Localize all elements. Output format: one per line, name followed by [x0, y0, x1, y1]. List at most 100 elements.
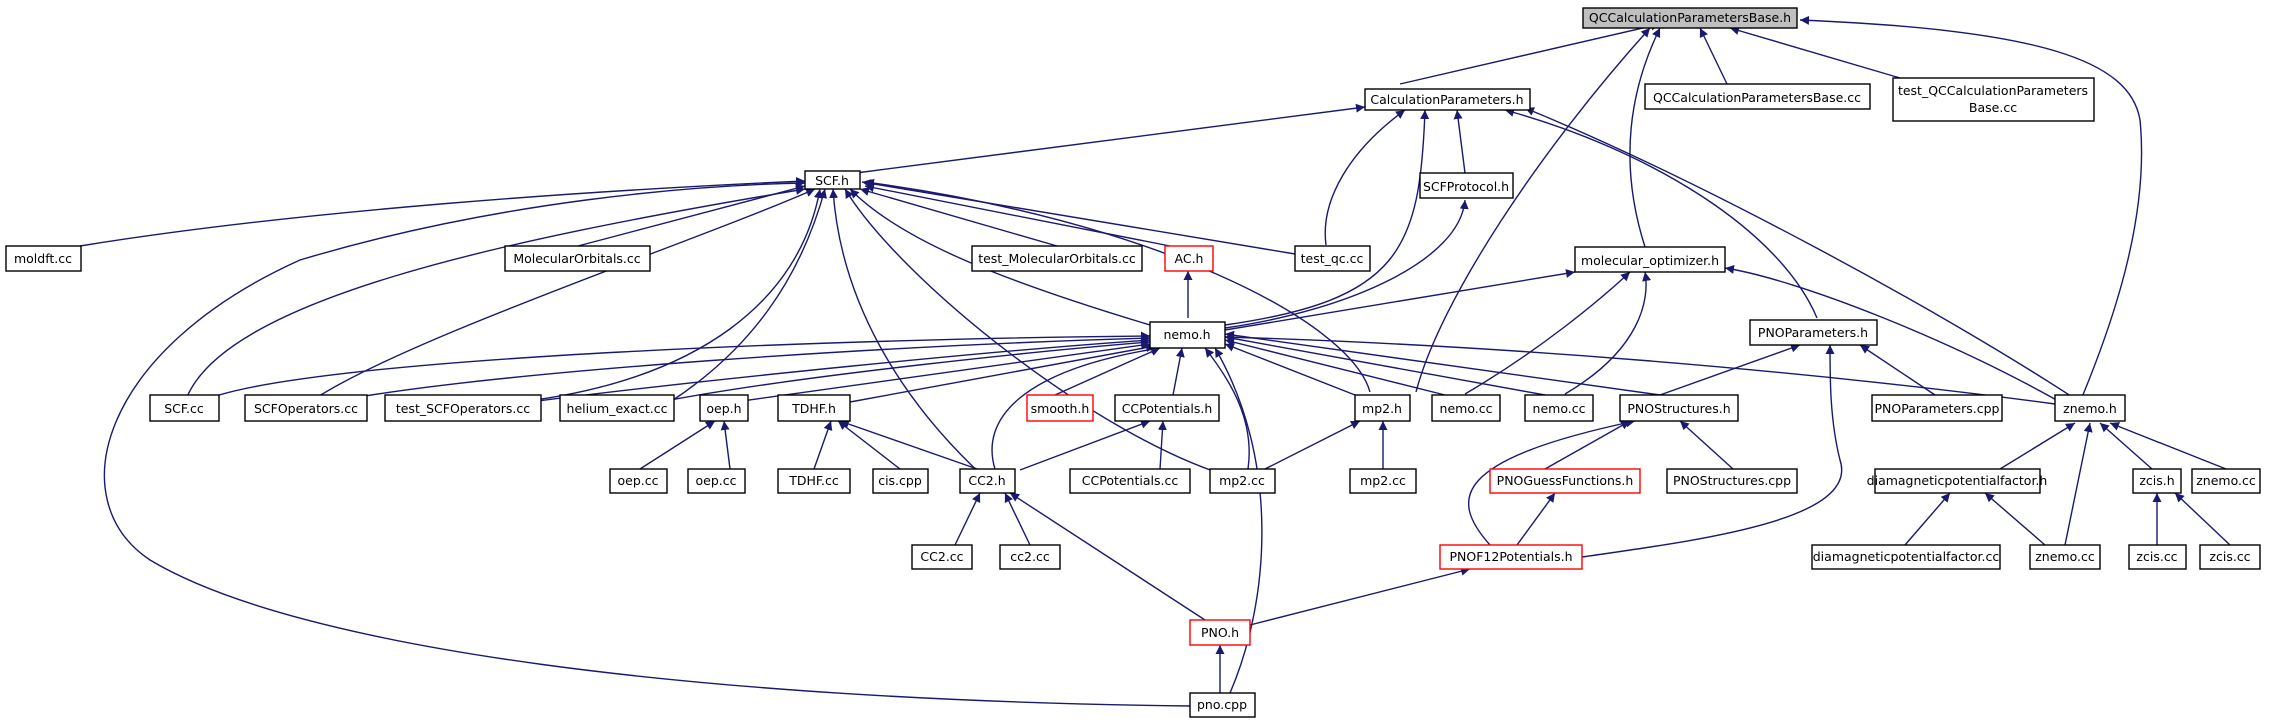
edge-scfprot-calc [1453, 109, 1466, 174]
node-label: mp2.h [1362, 401, 1402, 416]
node-pnoh[interactable]: PNO.h [1189, 619, 1251, 646]
node-label: diamagneticpotentialfactor.h [1867, 473, 2048, 488]
edge-helium-nemoh [659, 338, 1151, 403]
edge-cc2h-scfh [829, 188, 986, 479]
edges [79, 15, 2231, 707]
node-label: oep.cc [618, 473, 659, 488]
edge-scfopcc-nemoh [329, 333, 1151, 403]
node-scfh[interactable]: SCF.h [804, 170, 861, 190]
node-cc2cc2[interactable]: cc2.cc [999, 544, 1061, 570]
node-label: znemo.cc [2035, 549, 2095, 564]
node-smooth[interactable]: smooth.h [1026, 394, 1094, 422]
edge-nemoh-calc [1224, 109, 1430, 326]
node-label: cc2.cc [1010, 549, 1050, 564]
edge-cc2h-ccpoth [1019, 419, 1151, 471]
edge-pnostr-pnoparam [1659, 343, 1801, 396]
node-ach[interactable]: AC.h [1164, 245, 1214, 272]
node-scfprot[interactable]: SCFProtocol.h [1419, 172, 1514, 199]
node-znemocc1[interactable]: znemo.cc [2191, 468, 2261, 494]
node-testmo[interactable]: test_MolecularOrbitals.cc [971, 245, 1143, 272]
node-nemoh[interactable]: nemo.h [1149, 321, 1226, 349]
edge-ccpoth-nemoh [1172, 347, 1185, 396]
node-zcish[interactable]: zcis.h [2132, 468, 2182, 494]
edge-diamagcc-diamagh [1904, 492, 1951, 546]
node-scfopcc[interactable]: SCFOperators.cc [244, 394, 368, 422]
edge-mp2cc1-mp2h [1264, 420, 1361, 470]
node-label: molecular_optimizer.h [1581, 253, 1719, 268]
node-oepcc2[interactable]: oep.cc [687, 468, 746, 494]
edge-nemoh-scfh [849, 188, 1151, 326]
edge-zcish-znemoh [2099, 422, 2153, 470]
node-ciscpp[interactable]: cis.cpp [872, 468, 929, 494]
node-cc2h[interactable]: CC2.h [959, 468, 1016, 494]
node-ccpoth[interactable]: CCPotentials.h [1114, 394, 1220, 422]
node-mp2cc2[interactable]: mp2.cc [1349, 468, 1417, 494]
node-scfcc[interactable]: SCF.cc [149, 394, 220, 422]
node-label: MolecularOrbitals.cc [513, 251, 640, 266]
edge-pnoparamcpp-pnoparam [1859, 344, 1936, 396]
edge-diamagh-znemoh [1999, 422, 2076, 470]
node-label: moldft.cc [14, 251, 72, 266]
edge-oepcc1-oeph [639, 420, 716, 470]
edge-pnocpp-scfh [103, 178, 1191, 707]
node-pnocpp[interactable]: pno.cpp [1189, 692, 1256, 718]
edge-oepcc2-oeph [720, 420, 731, 470]
node-label: znemo.h [2063, 401, 2117, 416]
node-pnostrcpp[interactable]: PNOStructures.cpp [1666, 468, 1798, 494]
node-label: CalculationParameters.h [1370, 92, 1523, 107]
node-label: mp2.cc [1360, 473, 1406, 488]
node-label: PNO.h [1201, 625, 1239, 640]
node-label: PNOF12Potentials.h [1450, 549, 1573, 564]
edge-pnostr-nemoh [1224, 330, 1661, 396]
edge-pnoh-cc2h [1009, 492, 1206, 621]
node-pnoparamcpp[interactable]: PNOParameters.cpp [1871, 394, 2003, 422]
node-label: oep.cc [696, 473, 737, 488]
node-molopt[interactable]: molecular_optimizer.h [1574, 246, 1726, 273]
node-pnof12[interactable]: PNOF12Potentials.h [1439, 544, 1583, 570]
node-diamagh[interactable]: diamagneticpotentialfactor.h [1867, 468, 2048, 494]
node-znemocc2[interactable]: znemo.cc [2029, 544, 2101, 570]
edge-scfcc-scfh [184, 186, 806, 403]
edge-testscfop-scfh [519, 188, 823, 403]
node-qcbase[interactable]: QCCalculationParametersBase.h [1582, 7, 1798, 29]
node-zciscc2[interactable]: zcis.cc [2199, 544, 2261, 570]
node-pnostr[interactable]: PNOStructures.h [1619, 394, 1739, 422]
edge-testscfop-nemoh [529, 336, 1151, 403]
node-label: PNOGuessFunctions.h [1497, 473, 1634, 488]
node-testscfop[interactable]: test_SCFOperators.cc [384, 394, 542, 422]
node-testqcc[interactable]: test_qc.cc [1294, 245, 1371, 272]
node-pnoparam[interactable]: PNOParameters.h [1749, 319, 1878, 346]
node-nemocc2[interactable]: nemo.cc [1524, 394, 1594, 422]
edge-nemocc1-molopt [1464, 271, 1631, 395]
node-qcbasecc[interactable]: QCCalculationParametersBase.cc [1644, 83, 1871, 110]
node-nemocc1[interactable]: nemo.cc [1431, 394, 1501, 422]
node-cc2cc1[interactable]: CC2.cc [911, 544, 973, 570]
node-label: PNOParameters.h [1758, 325, 1868, 340]
node-znemoh[interactable]: znemo.h [2054, 394, 2126, 422]
node-mp2cc1[interactable]: mp2.cc [1209, 468, 1276, 494]
node-pnoguess[interactable]: PNOGuessFunctions.h [1489, 468, 1641, 494]
edge-ach-scfh [864, 183, 1171, 247]
node-oepcc1[interactable]: oep.cc [609, 468, 668, 494]
node-label: nemo.cc [1533, 401, 1586, 416]
node-label: pno.cpp [1197, 697, 1247, 712]
node-oeph[interactable]: oep.h [699, 394, 749, 422]
node-testqc[interactable]: test_QCCalculationParametersBase.cc [1892, 77, 2095, 122]
node-tdhfh[interactable]: TDHF.h [777, 394, 851, 422]
node-tdhfcc[interactable]: TDHF.cc [777, 468, 851, 494]
node-calc[interactable]: CalculationParameters.h [1364, 88, 1531, 111]
node-label: CC2.h [968, 473, 1005, 488]
node-moldft[interactable]: moldft.cc [5, 245, 82, 272]
node-zciscc1[interactable]: zcis.cc [2128, 544, 2187, 570]
node-molorb[interactable]: MolecularOrbitals.cc [504, 245, 651, 272]
node-label: test_qc.cc [1301, 251, 1364, 266]
edge-qcbasecc-qcbase [1699, 27, 1728, 85]
node-diamagcc[interactable]: diamagneticpotentialfactor.cc [1811, 544, 2001, 570]
node-label: test_MolecularOrbitals.cc [978, 251, 1136, 266]
edge-znemoh-nemoh [1224, 332, 2056, 405]
edge-testqcc-scfh [861, 179, 1296, 255]
node-mp2h[interactable]: mp2.h [1354, 394, 1411, 422]
node-ccpotcc[interactable]: CCPotentials.cc [1069, 468, 1191, 494]
node-helium[interactable]: helium_exact.cc [559, 394, 675, 422]
